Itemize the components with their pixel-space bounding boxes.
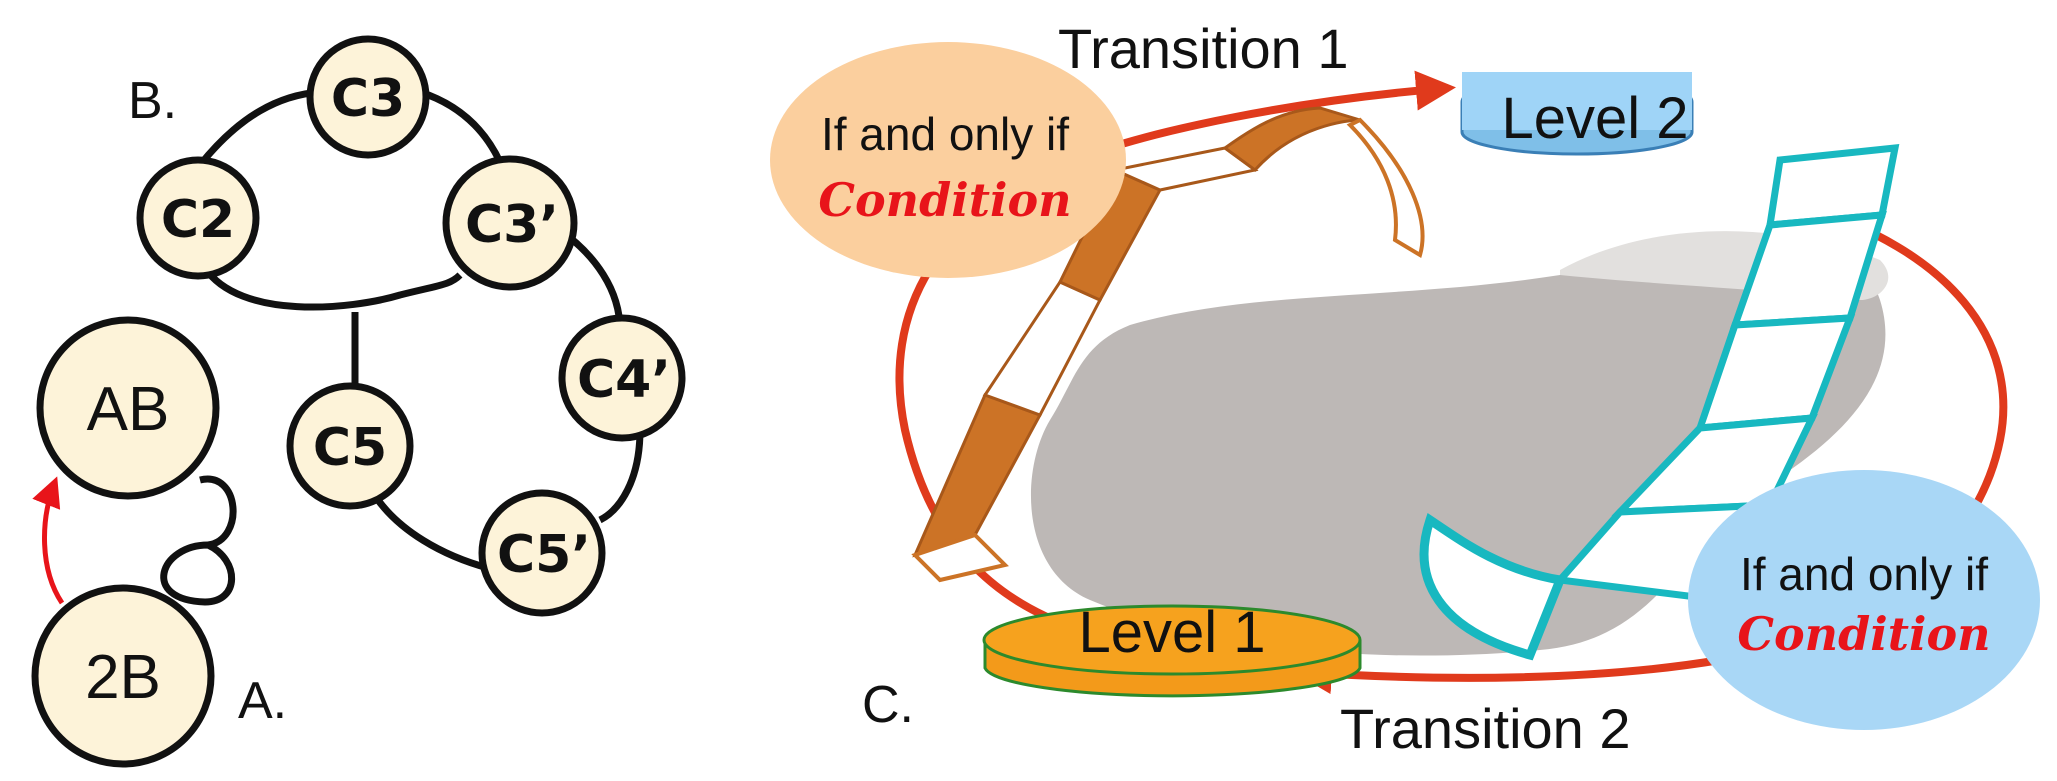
level-2-platform: Level 2 bbox=[1460, 72, 1694, 156]
node-c3-prime-label: C3’ bbox=[465, 195, 559, 255]
condition-bubble-right-shape bbox=[1688, 470, 2040, 730]
node-c3-prime bbox=[442, 155, 578, 291]
node-c2 bbox=[136, 156, 260, 280]
node-ab-label: AB bbox=[87, 375, 170, 444]
condition-left-line2: Condition bbox=[818, 173, 1071, 227]
edge-c2-c3p-lower bbox=[202, 265, 463, 311]
panel-a-label: A. bbox=[238, 672, 287, 730]
panel-b: B. C3 C2 C3’ C4’ C5 C5’ bbox=[128, 35, 686, 617]
transition-arrow bbox=[32, 476, 65, 605]
level-1-platform: Level 1 bbox=[982, 600, 1362, 698]
node-c3-label: C3 bbox=[331, 69, 405, 129]
edge-c5-c5p bbox=[375, 497, 489, 572]
condition-bubble-left-shape bbox=[770, 42, 1126, 278]
teal-strand-curl bbox=[1419, 512, 1567, 661]
condition-bubble-left: If and only if Condition bbox=[770, 42, 1126, 278]
edge-c4p-c5p bbox=[598, 429, 644, 524]
node-2b-label: 2B bbox=[85, 643, 161, 712]
condition-bubble-right: If and only if Condition bbox=[1688, 470, 2040, 730]
orange-strand-1 bbox=[912, 393, 1043, 558]
orange-strand-tip bbox=[1346, 117, 1425, 259]
level-1-top bbox=[982, 604, 1362, 676]
node-2b bbox=[31, 584, 215, 768]
node-c3 bbox=[306, 35, 430, 159]
level-2-label: Level 2 bbox=[1501, 86, 1688, 151]
node-c2-label: C2 bbox=[161, 190, 235, 250]
condition-right-line1: If and only if bbox=[1740, 548, 1988, 600]
node-c5 bbox=[286, 382, 414, 510]
level-2-face bbox=[1462, 72, 1692, 130]
node-c5-prime-label: C5’ bbox=[497, 525, 591, 585]
panel-c: Level 2 Level 1 If and only if Condition… bbox=[770, 17, 2040, 760]
level-1-label: Level 1 bbox=[1078, 600, 1265, 665]
node-c4-prime bbox=[558, 314, 686, 442]
node-c4-prime-label: C4’ bbox=[577, 350, 671, 410]
panel-c-label: C. bbox=[862, 676, 914, 734]
node-ab bbox=[36, 316, 220, 500]
panel-a: AB 2B A. bbox=[31, 316, 287, 768]
condition-right-line2: Condition bbox=[1737, 607, 1990, 661]
condition-left-line1: If and only if bbox=[821, 108, 1069, 160]
transition-1-label: Transition 1 bbox=[1058, 17, 1349, 80]
connector-loop-upper bbox=[199, 475, 237, 549]
node-c5-label: C5 bbox=[313, 418, 387, 478]
edge-c2-c3 bbox=[197, 88, 321, 168]
panel-b-label: B. bbox=[128, 72, 177, 130]
transition-2-label: Transition 2 bbox=[1340, 697, 1631, 760]
connector-loop-lower bbox=[160, 541, 236, 606]
edge-c3-c3p bbox=[418, 88, 504, 164]
orange-strand-base bbox=[911, 532, 1009, 583]
node-c5-prime bbox=[478, 489, 606, 617]
